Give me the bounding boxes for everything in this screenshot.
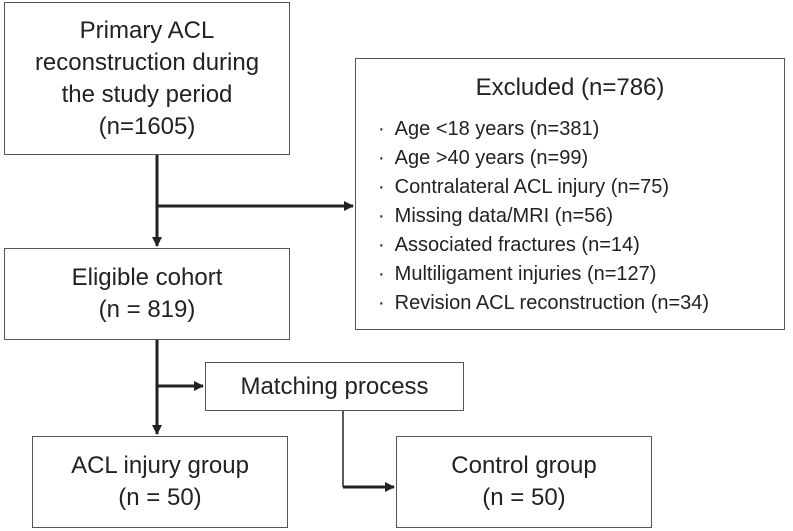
exclusion-item-text: Age <18 years (n=381) bbox=[394, 118, 600, 140]
bullet-dot: · bbox=[378, 263, 385, 285]
exclusion-item: · Multiligament injuries (n=127) bbox=[378, 260, 784, 289]
exclusion-item: · Revision ACL reconstruction (n=34) bbox=[378, 289, 784, 318]
exclusion-item: · Age >40 years (n=99) bbox=[378, 144, 784, 173]
primary-box-count: (n=1605) bbox=[98, 112, 196, 140]
acl-injury-group-box: ACL injury group (n = 50) bbox=[32, 436, 288, 528]
bullet-dot: · bbox=[378, 205, 385, 227]
exclusion-item-text: Age >40 years (n=99) bbox=[394, 147, 589, 169]
bullet-dot: · bbox=[378, 176, 385, 198]
eligible-cohort-label: Eligible cohort bbox=[71, 264, 223, 291]
control-group-count: (n = 50) bbox=[482, 484, 566, 511]
primary-box-line-2: reconstruction during bbox=[34, 48, 260, 76]
exclusion-item-text: Revision ACL reconstruction (n=34) bbox=[394, 292, 710, 314]
matching-process-box: Matching process bbox=[205, 362, 464, 411]
acl-injury-group-count: (n = 50) bbox=[118, 484, 202, 511]
exclusion-criteria-list: · Age <18 years (n=381) · Age >40 years (n… bbox=[356, 115, 784, 318]
matching-process-label: Matching process bbox=[240, 372, 429, 400]
primary-acl-reconstruction-box: Primary ACL reconstruction during the st… bbox=[4, 2, 290, 155]
control-group-label: Control group bbox=[451, 452, 597, 479]
eligible-cohort-count: (n = 819) bbox=[98, 296, 196, 323]
eligible-cohort-box: Eligible cohort (n = 819) bbox=[4, 248, 290, 340]
bullet-dot: · bbox=[378, 147, 385, 169]
excluded-title: Excluded (n=786) bbox=[475, 74, 665, 101]
exclusion-item-text: Contralateral ACL injury (n=75) bbox=[394, 176, 670, 198]
primary-box-line-1: Primary ACL bbox=[79, 16, 215, 44]
bullet-dot: · bbox=[378, 118, 385, 140]
exclusion-item: · Age <18 years (n=381) bbox=[378, 115, 784, 144]
exclusion-item-text: Missing data/MRI (n=56) bbox=[394, 205, 614, 227]
primary-box-line-3: the study period bbox=[61, 80, 233, 108]
control-group-box: Control group (n = 50) bbox=[396, 436, 652, 528]
exclusion-item: · Missing data/MRI (n=56) bbox=[378, 202, 784, 231]
exclusion-item-text: Associated fractures (n=14) bbox=[394, 234, 640, 256]
excluded-box: Excluded (n=786) · Age <18 years (n=381) … bbox=[355, 58, 785, 330]
exclusion-item-text: Multiligament injuries (n=127) bbox=[394, 263, 657, 285]
bullet-dot: · bbox=[378, 292, 385, 314]
bullet-dot: · bbox=[378, 234, 385, 256]
acl-injury-group-label: ACL injury group bbox=[71, 452, 249, 479]
exclusion-item: · Contralateral ACL injury (n=75) bbox=[378, 173, 784, 202]
exclusion-item: · Associated fractures (n=14) bbox=[378, 231, 784, 260]
